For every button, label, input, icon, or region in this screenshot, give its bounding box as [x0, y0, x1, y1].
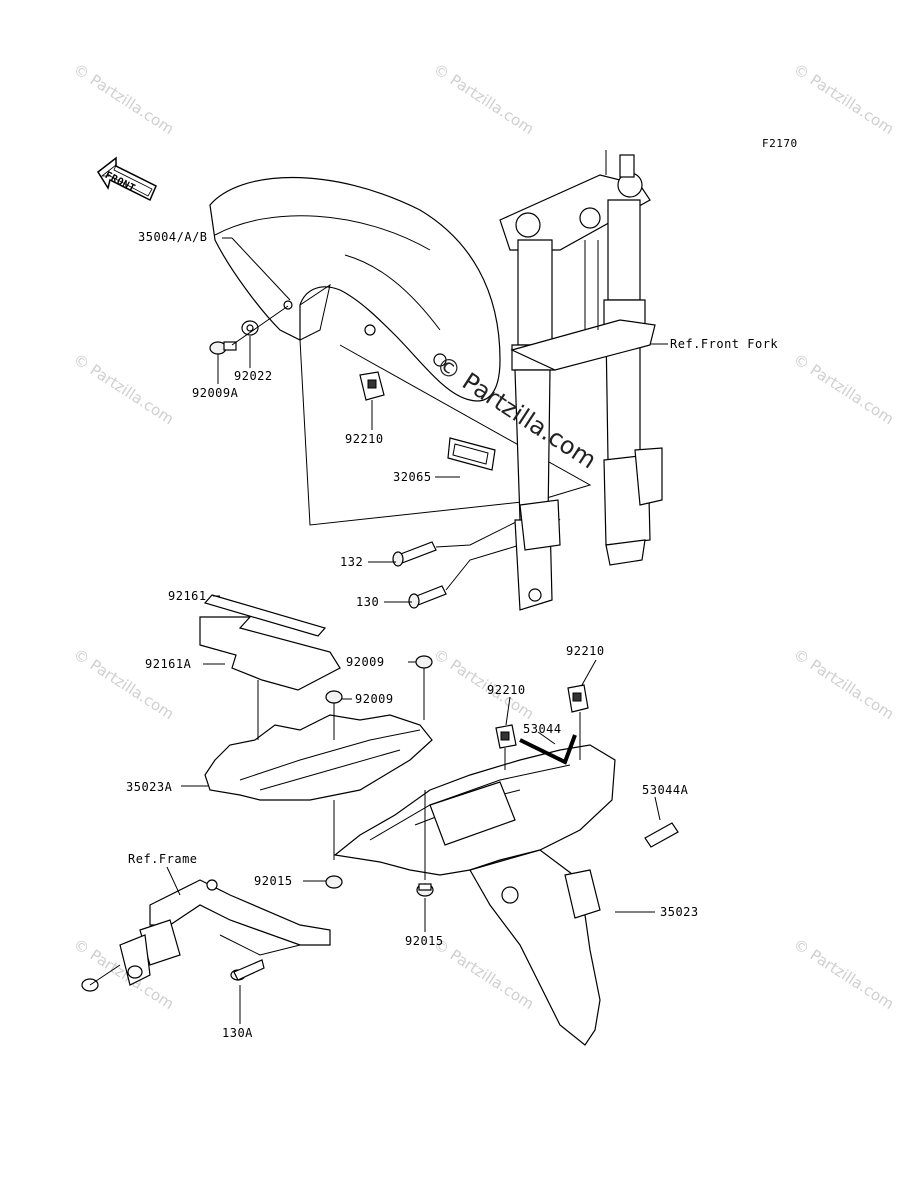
label-ref-front-fork: Ref.Front Fork	[670, 337, 779, 351]
strip-shape	[203, 594, 327, 637]
label-ref-frame: Ref.Frame	[128, 852, 198, 866]
inner-fender-shape	[204, 714, 433, 801]
front-arrow-icon	[97, 156, 157, 202]
label-92210-right: 92210	[566, 644, 605, 658]
label-92161A: 92161A	[145, 657, 192, 671]
bolt-130-shape	[408, 585, 447, 609]
bolt-132-shape	[392, 541, 437, 567]
label-130A: 130A	[222, 1026, 253, 1040]
figure-code: F2170	[762, 137, 798, 150]
label-35023A: 35023A	[126, 780, 173, 794]
label-92022: 92022	[234, 369, 273, 383]
screw-shape	[415, 655, 433, 680]
label-130: 130	[356, 595, 380, 609]
pin-shape	[644, 822, 679, 848]
label-53044: 53044	[523, 722, 562, 736]
label-92210-top: 92210	[345, 432, 384, 446]
label-92009-b: 92009	[355, 692, 394, 706]
nut-shape	[416, 883, 434, 897]
label-92210-mid: 92210	[487, 683, 526, 697]
rear-frame-shape	[81, 879, 331, 992]
front-fender-shape	[209, 176, 501, 402]
bolt-shape	[209, 341, 237, 355]
plate-shape	[447, 437, 496, 471]
label-53044A: 53044A	[642, 783, 689, 797]
front-fork-shape	[499, 150, 663, 611]
label-32065: 32065	[393, 470, 432, 484]
screw-shape	[325, 690, 343, 715]
bolt-130A-shape	[230, 959, 265, 981]
label-92015-left: 92015	[254, 874, 293, 888]
label-35004: 35004/A/B	[138, 230, 208, 244]
label-92161: 92161	[168, 589, 207, 603]
label-35023: 35023	[660, 905, 699, 919]
label-92009A: 92009A	[192, 386, 239, 400]
hex-wrench-shape	[519, 734, 577, 765]
nut-shape	[325, 875, 343, 889]
label-92009-a: 92009	[346, 655, 385, 669]
label-92015-bottom: 92015	[405, 934, 444, 948]
label-132: 132	[340, 555, 364, 569]
pad-shape	[199, 616, 341, 691]
